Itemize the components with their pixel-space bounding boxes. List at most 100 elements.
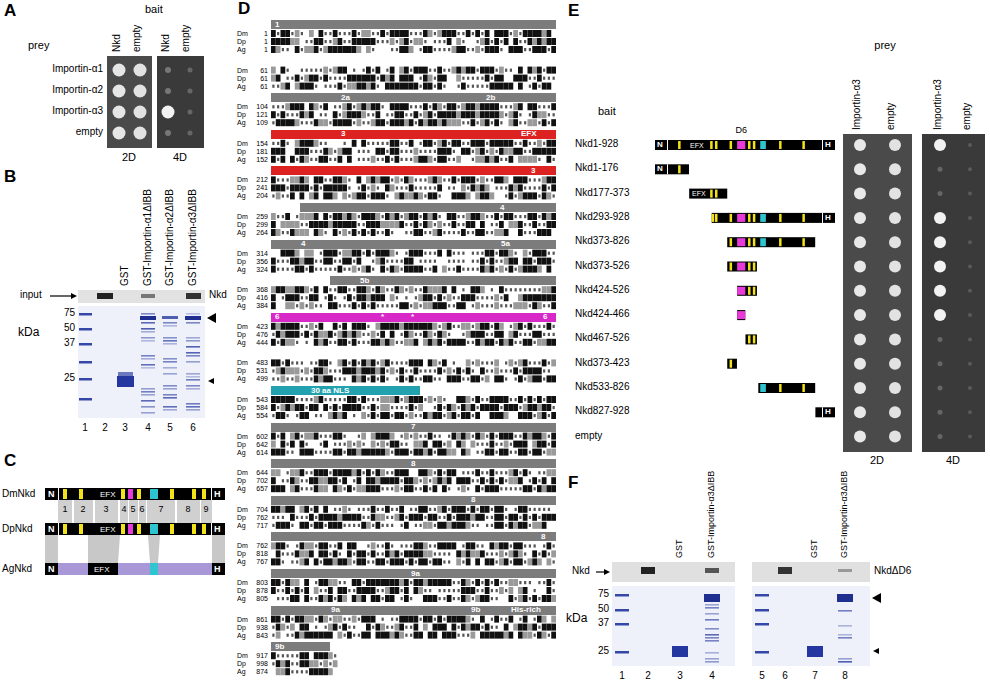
residue-box (518, 148, 523, 155)
residue-box (295, 103, 300, 110)
residue-box (542, 404, 547, 411)
residue-box (314, 213, 319, 220)
residue-box (409, 75, 414, 82)
residue-box (319, 396, 324, 403)
residue-box (471, 111, 476, 118)
residue-box (300, 302, 305, 309)
residue-mark (401, 361, 403, 364)
residue-mark (519, 121, 521, 124)
residue-mark (439, 377, 441, 380)
residue-box (442, 286, 447, 293)
residue-mark (505, 304, 507, 307)
residue-box (376, 67, 381, 74)
residue-box (314, 404, 319, 411)
residue-box (333, 404, 338, 411)
residue-box (532, 111, 537, 118)
yeast-colony (134, 85, 147, 98)
residue-mark (486, 369, 488, 372)
residue-box (513, 176, 518, 183)
residue-mark (515, 288, 517, 291)
residue-box (352, 192, 357, 199)
residue-box (542, 359, 547, 366)
residue-box (499, 111, 504, 118)
residue-box (523, 367, 528, 374)
residue-box (461, 404, 466, 411)
residue-mark (405, 369, 407, 372)
residue-box (509, 221, 514, 228)
residue-box (452, 176, 457, 183)
residue-mark (510, 32, 512, 35)
residue-box (480, 339, 485, 346)
residue-mark (410, 158, 412, 161)
residue-mark (287, 260, 289, 263)
residue-mark (334, 398, 336, 401)
residue-box (418, 192, 423, 199)
residue-mark (353, 260, 355, 263)
residue-mark (462, 377, 464, 380)
yeast-colony (113, 85, 126, 98)
residue-mark (363, 341, 365, 344)
residue-box (380, 412, 385, 419)
residue-mark (443, 414, 445, 417)
residue-box (513, 221, 518, 228)
residue-box (485, 323, 490, 330)
residue-box (347, 83, 352, 90)
residue-box (314, 184, 319, 191)
residue-box (399, 412, 404, 419)
residue-box (304, 176, 309, 183)
residue-mark (396, 296, 398, 299)
residue-mark (301, 325, 303, 328)
residue-box (433, 176, 438, 183)
residue-box (542, 83, 547, 90)
residue-box (347, 111, 352, 118)
residue-mark (534, 325, 536, 328)
residue-box (314, 433, 319, 440)
residue-box (380, 75, 385, 82)
residue-mark (363, 158, 365, 161)
residue-mark (534, 77, 536, 80)
residue-box (357, 323, 362, 330)
residue-box (442, 156, 447, 163)
residue-box (271, 396, 276, 403)
residue-mark (434, 40, 436, 43)
residue-box (380, 119, 385, 126)
residue-mark (524, 40, 526, 43)
residue-box (333, 184, 338, 191)
residue-box (300, 229, 305, 236)
residue-box (295, 119, 300, 126)
residue-box (371, 294, 376, 301)
residue-box (290, 156, 295, 163)
residue-mark (505, 158, 507, 161)
residue-box (480, 266, 485, 273)
residue-mark (434, 186, 436, 189)
residue-mark (306, 304, 308, 307)
gel-band (141, 358, 155, 360)
residue-mark (410, 150, 412, 153)
residue-mark (377, 377, 379, 380)
residue-box (285, 323, 290, 330)
residue-mark (367, 414, 369, 417)
residue-mark (287, 268, 289, 271)
gel-band (141, 355, 155, 357)
residue-box (547, 148, 552, 155)
residue-mark (524, 288, 526, 291)
residue-mark (481, 361, 483, 364)
residue-box (361, 103, 366, 110)
western-strip (78, 290, 205, 303)
residue-box (456, 38, 461, 45)
residue-box (528, 367, 533, 374)
residue-box (485, 119, 490, 126)
residue-box (437, 67, 442, 74)
residue-mark (424, 194, 426, 197)
domain-separator (58, 523, 59, 535)
residue-box (442, 75, 447, 82)
residue-box (361, 229, 366, 236)
residue-mark (453, 268, 455, 271)
residue-box (528, 103, 533, 110)
residue-box (333, 119, 338, 126)
residue-box (414, 83, 419, 90)
yeast-colony (134, 64, 147, 77)
residue-box (542, 339, 547, 346)
residue-box (532, 221, 537, 228)
residue-mark (329, 268, 331, 271)
